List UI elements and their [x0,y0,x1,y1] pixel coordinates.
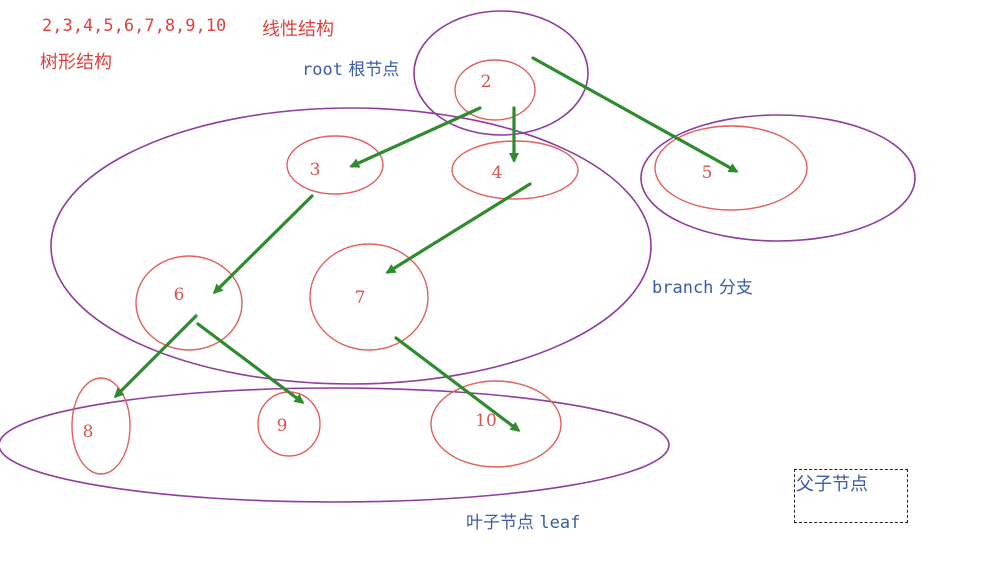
edge-6-9-arrow [196,322,305,404]
edge-7-10-arrow [394,336,521,432]
leaf-label-zh: 叶子节点 [466,513,534,533]
branch-region-label: branch 分支 [652,273,753,298]
root-region-label: root 根节点 [302,55,399,80]
node-7-circle [309,243,429,351]
node-9-circle [257,391,321,457]
node-6-label: 6 [173,285,185,305]
branch-label-en: branch [652,278,714,298]
leaf-region [0,387,670,503]
edge-3-6-arrow [212,194,314,295]
node-2-circle [454,59,536,121]
node-8-label: 8 [82,422,94,442]
node-5-label: 5 [701,163,713,183]
root-label-zh: 根节点 [348,60,400,80]
side-branch-region [640,114,916,242]
linear-structure-note: 线性结构 [262,19,334,40]
root-label-en: root [302,60,343,80]
node-10-label: 10 [475,411,497,431]
sequence-note: 2,3,4,5,6,7,8,9,10 [42,16,227,36]
branch-label-zh: 分支 [718,278,753,298]
root-region [413,10,589,136]
node-9-label: 9 [276,416,288,436]
tree-structure-note: 树形结构 [40,52,112,73]
legend-box [794,469,908,523]
node-2-label: 2 [480,72,492,92]
node-8-circle [71,377,131,475]
node-7-label: 7 [354,288,366,308]
branch-region [50,107,652,385]
edge-6-8-arrow [113,314,198,399]
edge-2-5-arrow [531,56,739,173]
node-4-label: 4 [491,163,503,183]
node-5-circle [654,125,808,211]
leaf-label-en: leaf [539,513,581,533]
node-3-label: 3 [309,160,321,180]
leaf-region-label: 叶子节点 leaf [466,508,580,533]
node-6-circle [135,255,243,351]
edge-4-7-arrow [385,182,532,274]
node-10-circle [430,380,562,468]
node-3-circle [286,135,384,195]
edge-2-3-arrow [349,106,482,168]
legend-label: 父子节点 [796,474,868,495]
